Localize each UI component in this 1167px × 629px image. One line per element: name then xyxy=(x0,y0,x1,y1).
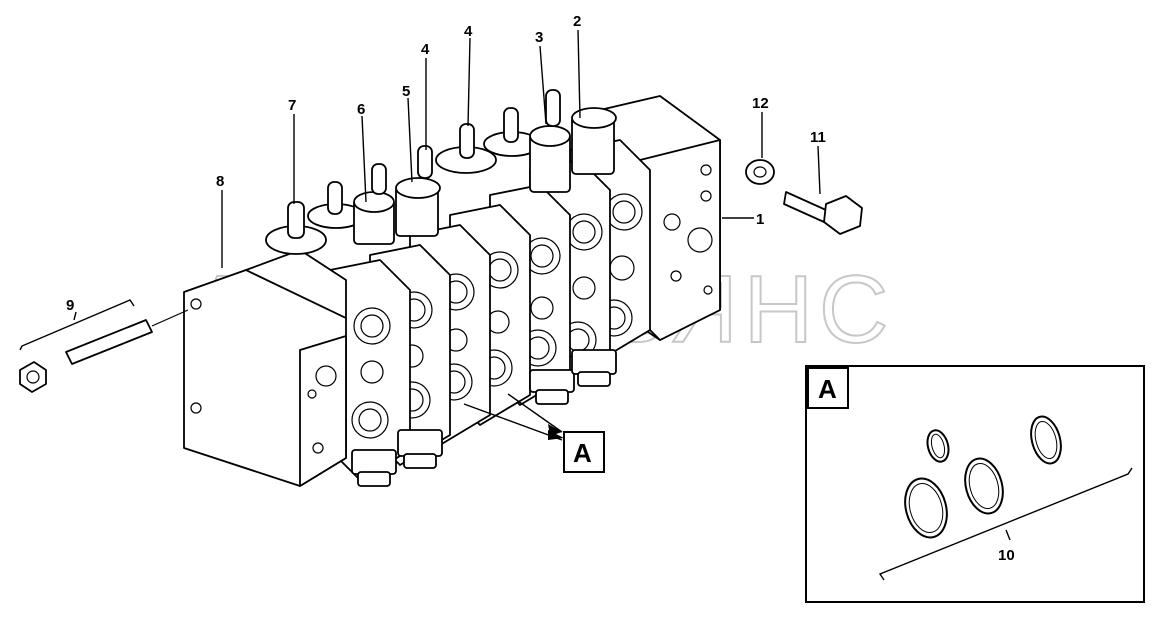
callout-1: 1 xyxy=(756,211,764,228)
detail-reference-label: A xyxy=(563,431,605,473)
detail-reference-letter: A xyxy=(573,438,592,468)
callout-10: 10 xyxy=(998,547,1015,564)
callout-labels: 2 3 4 4 5 6 7 8 9 1 12 11 xyxy=(66,13,826,314)
inlet-cover-left xyxy=(183,249,347,487)
washer xyxy=(745,159,775,185)
detail-panel: A 10 xyxy=(805,365,1145,603)
callout-3: 3 xyxy=(535,29,543,46)
detail-panel-letter: A xyxy=(818,374,837,404)
top-levers xyxy=(265,89,617,255)
callout-11: 11 xyxy=(810,129,826,146)
bottom-spool-caps xyxy=(351,349,617,487)
callout-8: 8 xyxy=(216,173,224,190)
callout-7: 7 xyxy=(288,97,296,114)
callout-12: 12 xyxy=(752,95,769,112)
callout-4-left: 4 xyxy=(421,41,430,58)
detail-bracket-10 xyxy=(878,467,1133,581)
leader-lines xyxy=(19,29,821,441)
callout-6: 6 xyxy=(357,101,365,118)
callout-9: 9 xyxy=(66,297,74,314)
o-rings xyxy=(904,415,1062,539)
stud-and-nut xyxy=(19,309,189,393)
callout-4-right: 4 xyxy=(464,23,473,40)
bolt xyxy=(783,191,863,235)
callout-5: 5 xyxy=(402,83,410,100)
callout-2: 2 xyxy=(573,13,581,30)
